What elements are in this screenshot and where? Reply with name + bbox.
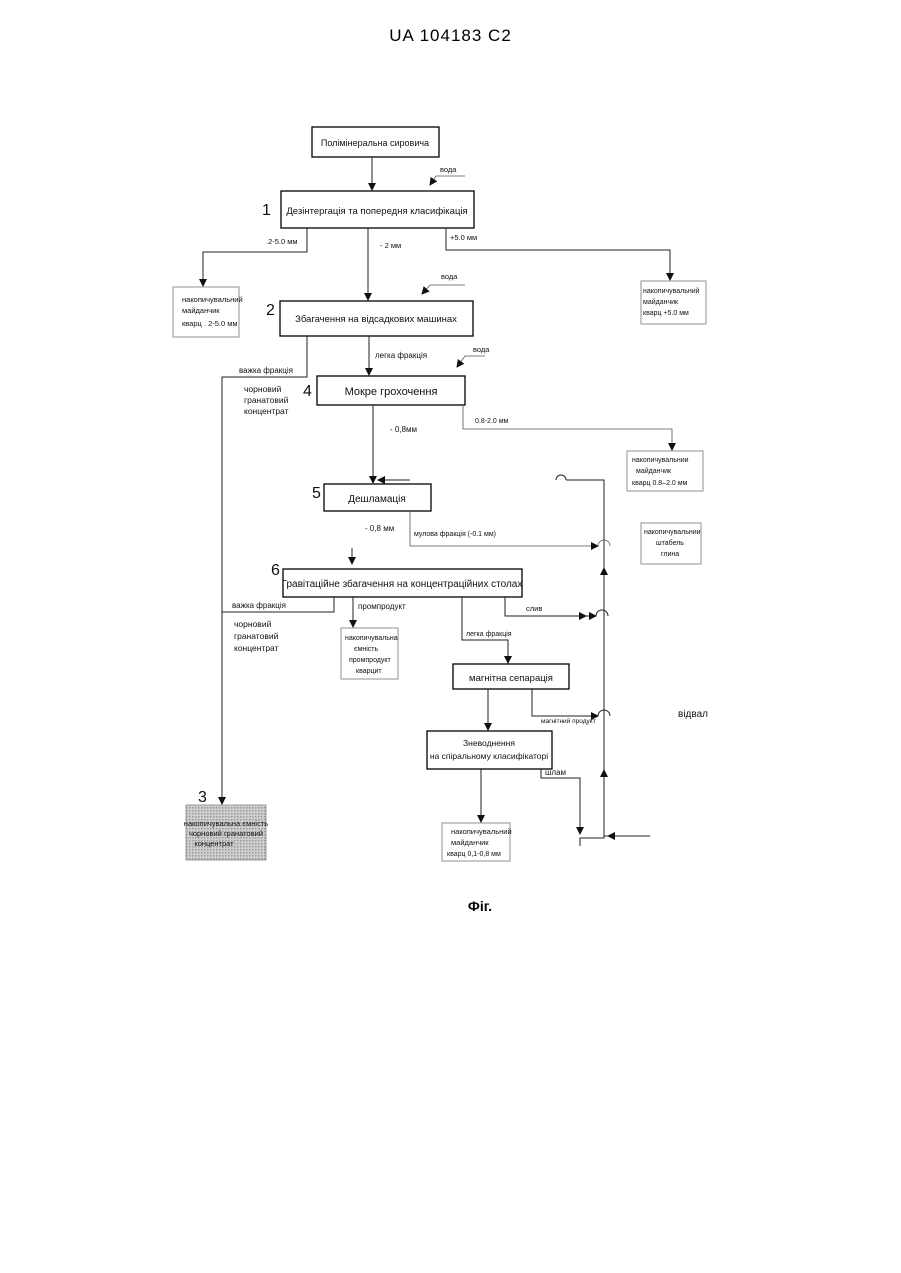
jigging-label: Збагачення на відсадкових машинах — [295, 314, 457, 325]
store-garnet-line-2: чорновий гранатовий — [189, 829, 263, 838]
label-middlings: промпродукт — [358, 602, 406, 611]
store-clay-line-2: штабель — [656, 539, 684, 547]
label-minus-08mm-b: - 0,8 мм — [365, 524, 394, 533]
recycle-return-line — [566, 480, 604, 846]
store-middlings-line-3: промпродукт — [349, 657, 392, 664]
label-08-20mm: 0.8-2.0 мм — [475, 418, 509, 425]
water-input-3 — [457, 356, 485, 367]
store-clay-line-1: накопичувальнии — [644, 529, 701, 536]
label-magnetic-product: магнітний продукт — [541, 717, 596, 725]
flow-s6-overflow — [505, 597, 596, 616]
flow-s6-light-to-magnetic — [462, 597, 508, 663]
dewatering-label-1: Зневоднення — [463, 738, 515, 748]
label-heavy-fraction-2: важка фракція — [232, 601, 286, 610]
store-left-line-2: майданчик — [182, 306, 220, 315]
dewatering-box — [427, 731, 552, 769]
flow-magnetic-product-to-waste — [532, 689, 598, 716]
label-light-fraction-1: легка фракція — [375, 351, 427, 360]
store-clay-line-3: глина — [661, 551, 679, 558]
store-left-line-3: кварц . 2-5.0 мм — [182, 319, 238, 328]
label-concentrate-2c: концентрат — [234, 643, 279, 653]
raw-material-label: Полімінеральна сировичa — [321, 138, 429, 148]
store-quartz-line-2: майданчик — [451, 838, 489, 847]
label-concentrate-2a: чорновий — [234, 619, 272, 629]
label-minus-2mm: - 2 мм — [380, 241, 401, 250]
label-clay-fraction: мулова фракція (-0.1 мм) — [414, 530, 496, 538]
flow-s1-to-right-store — [446, 228, 670, 280]
disintegration-label: Дезінтергація та попередня класифікація — [286, 206, 467, 217]
step-number-2: 2 — [266, 302, 275, 319]
label-heavy-fraction-1: важка фракція — [239, 366, 293, 375]
store-right1-line-3: кварц +5.0 мм — [643, 310, 689, 317]
store-garnet-line-3: концентрат — [194, 839, 234, 848]
label-concentrate-1b: гранатовий — [244, 395, 289, 405]
crossover-hop-recycle — [556, 475, 566, 480]
store-right2-line-1: накопичувальнии — [632, 457, 689, 464]
store-middlings-line-2: ємність — [354, 645, 379, 653]
water-input-2 — [422, 285, 465, 294]
water-label-2: вода — [441, 272, 458, 281]
label-overflow: слив — [526, 604, 542, 613]
magnetic-separation-label: магнітна сепарація — [469, 673, 553, 684]
label-plus-5mm: +5.0 мм — [450, 233, 477, 242]
store-right2-line-3: кварц 0.8–2.0 мм — [632, 480, 688, 487]
label-concentrate-1c: концентрат — [244, 406, 289, 416]
label-slime: шлам — [545, 768, 566, 777]
store-left-line-1: накопичувальний — [182, 295, 243, 304]
step-number-6: 6 — [271, 562, 280, 579]
store-right2-line-2: майданчик — [636, 467, 672, 475]
store-middlings-line-4: кварцит — [356, 668, 382, 675]
step-number-4: 4 — [303, 383, 312, 400]
store-right1-line-1: накопичувальний — [643, 287, 700, 295]
step-number-3: 3 — [198, 789, 207, 806]
store-quartz-line-1: накопичувальний — [451, 827, 512, 836]
dewatering-label-2: на спіральному класифікаторі — [430, 751, 548, 761]
label-minus-08mm: - 0,8мм — [390, 425, 417, 434]
figure-caption: Фіг. — [0, 898, 901, 914]
flow-s5-clay-to-stockpile — [410, 511, 598, 546]
store-garnet-line-1: накопичувальна ємність — [184, 819, 268, 828]
wet-screening-label: Мокре грохочення — [345, 386, 438, 398]
flow-dewatering-slime — [541, 769, 580, 834]
label-2-5mm: .2-5.0 мм — [266, 237, 298, 246]
water-input-1 — [430, 176, 465, 185]
label-concentrate-2b: гранатовий — [234, 631, 279, 641]
water-label-1: вода — [440, 165, 457, 174]
store-right1-line-2: майданчик — [643, 298, 679, 306]
label-waste: відвал — [678, 709, 708, 720]
label-concentrate-1a: чорновий — [244, 384, 282, 394]
crossover-hop-overflow — [596, 610, 608, 616]
label-light-fraction-2: легка фракція — [466, 630, 512, 638]
store-quartz-line-3: кварц 0,1-0,8 мм — [447, 851, 501, 858]
water-label-3: вода — [473, 345, 490, 354]
step-number-5: 5 — [312, 485, 321, 502]
desliming-label: Дешламація — [348, 494, 406, 505]
step-number-1: 1 — [262, 202, 271, 219]
store-middlings-line-1: накопичувальна — [345, 635, 398, 642]
gravity-label: Гравітаційне збагачення на концентраційн… — [282, 578, 523, 590]
flow-s4-to-right2-store — [463, 405, 672, 450]
